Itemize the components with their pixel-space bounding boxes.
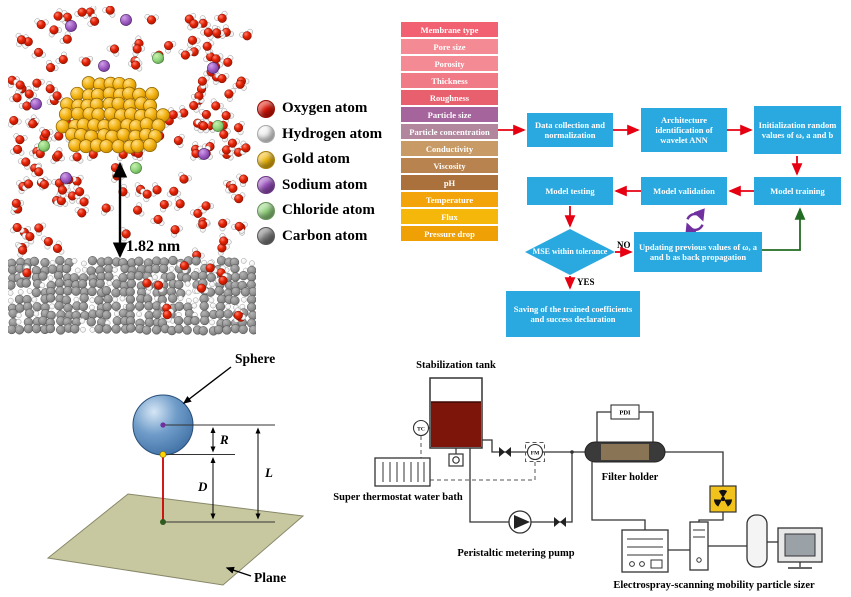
- plane-surface: [46, 493, 305, 586]
- box-initialization: Initialization random values of ω, a and…: [754, 106, 841, 154]
- pipe-junction: [570, 450, 574, 454]
- flow-meter-icon: [526, 443, 544, 461]
- param-conductivity: Conductivity: [401, 141, 498, 156]
- param-porosity: Porosity: [401, 56, 498, 71]
- legend-label: Hydrogen atom: [282, 125, 383, 142]
- pump-label: Peristaltic metering pump: [457, 548, 574, 559]
- branch-no-label: NO: [617, 240, 631, 250]
- back-propagation-arrow: [762, 207, 806, 251]
- control-unit-icon: [621, 529, 669, 573]
- valve-icon: [499, 447, 566, 527]
- column-icon: [689, 521, 709, 571]
- filter-holder-cartridge: [601, 444, 649, 460]
- plane-label: Plane: [254, 570, 286, 585]
- radius-label: R: [219, 432, 229, 447]
- control-lines: [420, 436, 545, 481]
- tc-tag: TC: [417, 426, 425, 432]
- length-label: L: [264, 465, 273, 480]
- monitor-icon: [777, 527, 823, 569]
- carbon-atom-icon: [257, 227, 275, 246]
- param-roughness: Roughness: [401, 90, 498, 105]
- legend-row-oxygen: Oxygen atom: [257, 96, 382, 122]
- sphere-pointer-arrow: [182, 366, 232, 404]
- plane-point: [160, 519, 166, 525]
- param-thickness: Thickness: [401, 73, 498, 88]
- param-pressure-drop: Pressure drop: [401, 226, 498, 241]
- sodium-atom-icon: [257, 176, 275, 195]
- distance-label: 1.82 nm: [126, 238, 181, 255]
- sphere-center-point: [160, 422, 166, 428]
- tank-liquid: [431, 402, 481, 447]
- branch-yes-label: YES: [577, 277, 595, 287]
- molecular-panel: 1.82 nm: [8, 6, 256, 336]
- box-model-validation: Model validation: [641, 177, 727, 205]
- legend-row-sodium: Sodium atom: [257, 173, 382, 199]
- box-model-training: Model training: [754, 177, 841, 205]
- water-bath-icon: [374, 457, 431, 487]
- hydrogen-atom-icon: [257, 125, 275, 144]
- box-model-testing: Model testing: [527, 177, 613, 205]
- iteration-loop-icon: [685, 208, 705, 236]
- pump-rotor: [514, 515, 530, 529]
- box-saving: Saving of the trained coefficients and s…: [506, 291, 640, 337]
- legend-row-gold: Gold atom: [257, 147, 382, 173]
- legend-label: Carbon atom: [282, 227, 368, 244]
- legend-row-chloride: Chloride atom: [257, 198, 382, 224]
- param-particle-size: Particle size: [401, 107, 498, 122]
- gap-label: D: [197, 479, 208, 494]
- temperature-controller-icon: [412, 419, 430, 437]
- pdi-tag: PDI: [619, 410, 631, 417]
- param-membrane-type: Membrane type: [401, 22, 498, 37]
- sphere-plane-panel: R D L Sphere Plane: [46, 351, 305, 586]
- legend-label: Chloride atom: [282, 202, 375, 219]
- legend-label: Gold atom: [282, 151, 350, 168]
- fm-tag: FM: [531, 450, 540, 456]
- legend-row-carbon: Carbon atom: [257, 224, 382, 250]
- sizer-label: Electrospray-scanning mobility particle …: [613, 580, 815, 591]
- param-ph: pH: [401, 175, 498, 190]
- box-architecture: Architecture identification of wavelet A…: [641, 108, 727, 152]
- oxygen-atom-icon: [257, 99, 275, 118]
- param-pore-size: Pore size: [401, 39, 498, 54]
- pdi-gauge: [610, 404, 640, 420]
- sphere-label: Sphere: [235, 351, 275, 366]
- legend-label: Sodium atom: [282, 176, 368, 193]
- dimension-ticks: [163, 424, 275, 523]
- gas-cylinder-icon: [746, 514, 768, 568]
- legend-label: Oxygen atom: [282, 100, 368, 117]
- tank-label: Stabilization tank: [416, 360, 496, 371]
- gold-atom-icon: [257, 150, 275, 169]
- param-flux: Flux: [401, 209, 498, 224]
- contact-point: [159, 451, 167, 458]
- box-updating: Updating previous values of ω, a and b a…: [634, 232, 762, 272]
- filter-label: Filter holder: [602, 472, 659, 483]
- dimension-arrows: [210, 427, 261, 520]
- param-temperature: Temperature: [401, 192, 498, 207]
- legend-row-hydrogen: Hydrogen atom: [257, 122, 382, 148]
- molecule-scene: [8, 6, 256, 336]
- bath-label: Super thermostat water bath: [333, 492, 463, 503]
- mse-decision-label: MSE within tolerance: [532, 247, 608, 257]
- param-particle-concentration: Particle concentration: [401, 124, 498, 139]
- radioactive-icon: [713, 489, 733, 507]
- plane-pointer-arrow: [225, 566, 252, 577]
- box-data-collection: Data collection and normalization: [527, 113, 613, 147]
- atom-legend: Oxygen atom Hydrogen atom Gold atom Sodi…: [257, 96, 382, 249]
- apparatus-panel: TC FM PDI: [333, 360, 823, 591]
- chloride-atom-icon: [257, 201, 275, 220]
- param-viscosity: Viscosity: [401, 158, 498, 173]
- stirrer-motor: [448, 448, 464, 467]
